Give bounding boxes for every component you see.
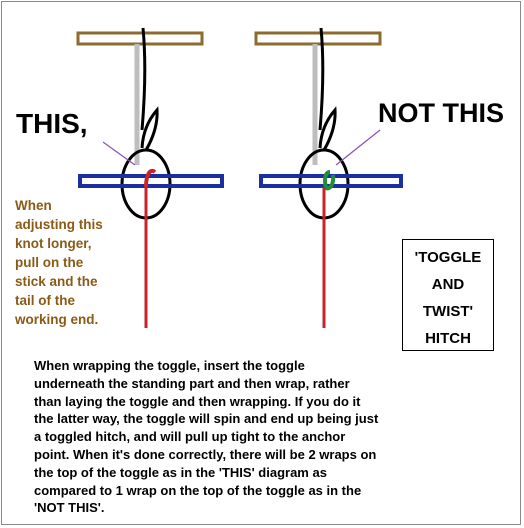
explanation-line: When wrapping the toggle, insert the tog… [34,358,305,373]
side-note-line: adjusting this [15,217,103,232]
explanation-line: underneath the standing part and then wr… [34,375,350,391]
this-diagram [76,27,224,328]
side-note: When adjusting this knot longer, pull on… [15,196,119,329]
label-this: THIS, [16,108,88,139]
explanation-text: When wrapping the toggle, insert the tog… [34,357,514,517]
title-line: 'TOGGLE [414,249,482,266]
pointer-arrow-left [102,141,136,166]
title-box: 'TOGGLE AND TWIST' HITCH [402,239,494,351]
anchor-bar-left [76,31,204,46]
title-line: HITCH [425,330,471,347]
side-note-line: pull on the [15,255,84,270]
knot-left-leaf [140,106,159,151]
loop-line-left [140,27,147,131]
not-this-diagram [254,27,403,328]
explanation-line: than laying the toggle and then wrapping… [34,393,361,409]
side-note-line: knot longer, [15,236,92,251]
wrap-right [323,170,336,191]
knot-right-leaf [318,106,337,151]
explanation-line: a toggled hitch, and will pull up tight … [34,429,346,445]
wrap-left [144,168,157,188]
loop-line-right [318,27,325,131]
title-line: AND [431,276,465,293]
side-note-line: tail of the [15,293,75,308]
side-note-line: When [15,198,52,213]
label-not-this: NOT THIS [378,98,504,128]
explanation-line: point. When it's done correctly, there w… [34,446,377,462]
side-note-line: working end. [15,312,99,327]
toggle-left [78,174,224,188]
explanation-line: the latter way, the toggle will spin and… [34,411,379,427]
explanation-line: 'NOT THIS'. [34,500,105,516]
side-note-line: stick and the [15,274,98,289]
explanation-line: compared to 1 wrap on the top of the tog… [34,482,362,498]
explanation-line: the top of the toggle as in the 'THIS' d… [34,464,327,480]
anchor-bar-right [254,31,382,46]
title-line: TWIST' [422,303,474,320]
pointer-arrow-right [335,129,381,166]
